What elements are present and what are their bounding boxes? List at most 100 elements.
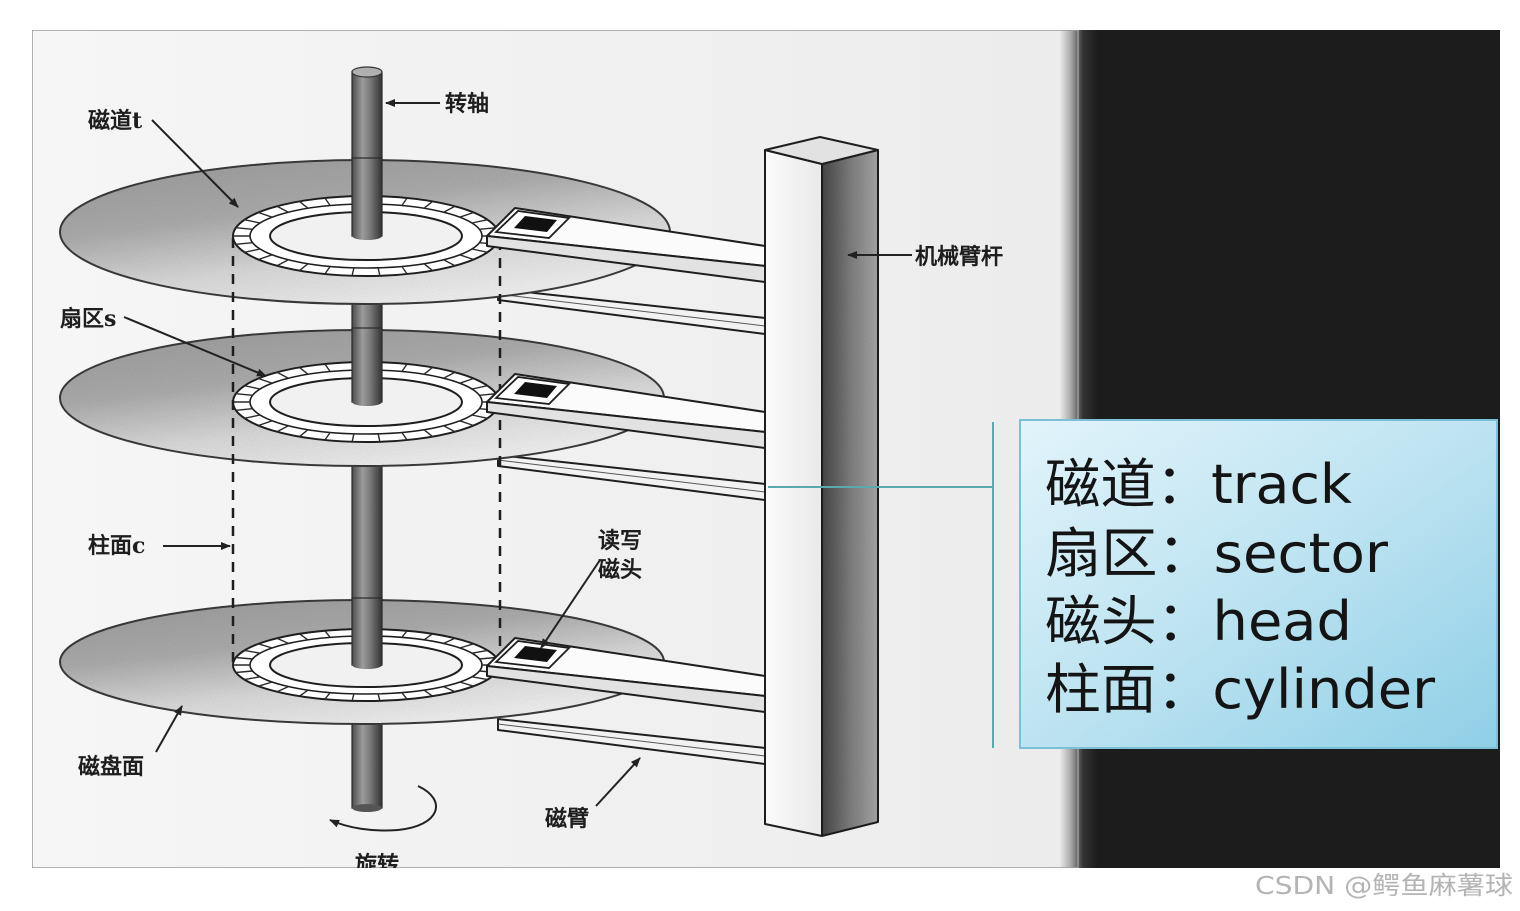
sector-tick xyxy=(324,363,331,373)
sector-tick xyxy=(443,637,456,645)
sector-tick xyxy=(401,692,408,700)
photo-area: 转轴 磁道t 扇区s 柱面c 读写 磁头 磁盘面 磁臂 旋转 机械臂杆 磁道：t… xyxy=(32,30,1500,878)
sector-tick xyxy=(235,670,253,674)
sector-tick xyxy=(258,211,273,218)
sector-tick xyxy=(401,265,408,275)
sector-tick xyxy=(276,685,289,693)
sector-tick xyxy=(471,385,488,390)
actuator-column xyxy=(764,136,879,837)
label-read-write-line-2: 磁头 xyxy=(598,557,642,583)
spindle-upper-segments xyxy=(351,157,383,669)
rotation-arrow xyxy=(329,785,437,832)
sector-tick xyxy=(443,259,456,267)
sector-tick xyxy=(401,630,408,638)
sector-tick xyxy=(299,633,309,641)
sector-tick xyxy=(276,637,289,645)
sector-tick xyxy=(423,263,433,272)
sector-tick xyxy=(235,408,253,411)
label-track: 磁道t xyxy=(88,108,143,134)
platter-surface-leader xyxy=(155,705,183,753)
sector-tick xyxy=(244,676,261,681)
column-top-face xyxy=(764,136,879,165)
sector-tick xyxy=(471,414,488,419)
sector-tick xyxy=(377,267,381,276)
label-cylinder: 柱面c xyxy=(88,533,145,559)
sector-tick xyxy=(244,414,261,419)
sector-tick xyxy=(351,693,355,701)
sector-tick xyxy=(276,205,289,213)
sector-tick xyxy=(471,219,488,224)
diagram-labels: 转轴 磁道t 扇区s 柱面c 读写 磁头 磁盘面 磁臂 旋转 机械臂杆 xyxy=(60,91,1003,878)
sector-tick xyxy=(299,366,309,375)
sector-tick xyxy=(459,643,474,649)
column-front-face xyxy=(764,149,823,837)
sector-tick xyxy=(351,267,355,276)
sector-tick xyxy=(443,685,456,693)
sector-tick xyxy=(479,393,497,396)
column-side-face xyxy=(821,149,879,837)
label-spindle: 转轴 xyxy=(445,91,489,117)
sector-tick xyxy=(235,656,253,660)
sector-tick xyxy=(423,633,433,641)
sector-tick xyxy=(443,425,456,433)
sector-tick xyxy=(324,692,331,700)
sector-tick xyxy=(235,227,253,230)
sector-tick xyxy=(377,693,381,701)
sector-tick xyxy=(299,263,309,272)
sector-tick xyxy=(443,371,456,379)
sector-tick xyxy=(235,393,253,396)
label-actuator-column: 机械臂杆 xyxy=(915,244,1003,270)
label-read-write-line-1: 读写 xyxy=(598,528,642,554)
sector-tick xyxy=(401,363,408,373)
sector-tick xyxy=(244,649,261,654)
sector-tick xyxy=(235,242,253,245)
sector-tick xyxy=(324,265,331,275)
sector-tick xyxy=(401,197,408,207)
sector-tick xyxy=(471,676,488,681)
cylinder-dashed-lines xyxy=(231,238,502,665)
label-sector: 扇区s xyxy=(60,306,116,332)
sector-tick xyxy=(479,656,497,660)
arm-leader xyxy=(595,757,641,807)
watermark: CSDN @鳄鱼麻薯球 xyxy=(1255,871,1513,900)
sector-tick xyxy=(276,259,289,267)
sector-tick xyxy=(276,371,289,379)
label-rotation: 旋转 xyxy=(355,852,399,878)
sector-tick xyxy=(324,431,331,441)
info-box: 磁道：track 扇区：sector 磁头：head 柱面：cylinder xyxy=(1019,419,1498,749)
sector-tick xyxy=(244,219,261,224)
sector-tick xyxy=(401,431,408,441)
sector-tick xyxy=(423,429,433,438)
sector-tick xyxy=(299,689,309,697)
info-line-sector: 扇区：sector xyxy=(1045,522,1389,585)
spindle-top-cap xyxy=(351,66,383,78)
sector-tick xyxy=(471,248,488,253)
sector-tick xyxy=(276,425,289,433)
info-line-head: 磁头：head xyxy=(1045,590,1352,653)
sector-tick xyxy=(423,689,433,697)
info-line-cylinder: 柱面：cylinder xyxy=(1045,658,1436,721)
sector-tick xyxy=(299,200,309,209)
leader-lines xyxy=(123,99,912,832)
sector-tick xyxy=(459,211,474,218)
sector-tick xyxy=(479,227,497,230)
read-write-head-leader xyxy=(540,559,601,649)
sector-tick xyxy=(459,377,474,384)
spindle-bottom-cap xyxy=(352,804,382,812)
sector-tick xyxy=(299,429,309,438)
sector-tick xyxy=(244,385,261,390)
sector-tick xyxy=(258,420,273,427)
sector-tick xyxy=(459,420,474,427)
sector-tick xyxy=(459,254,474,261)
sector-tick xyxy=(459,681,474,687)
sector-tick xyxy=(324,197,331,207)
sector-tick xyxy=(377,433,381,442)
sector-tick xyxy=(351,433,355,442)
info-box-background xyxy=(1019,419,1498,749)
track-leader xyxy=(151,119,239,208)
label-arm: 磁臂 xyxy=(545,806,589,832)
sector-tick xyxy=(258,681,273,687)
sector-tick xyxy=(324,630,331,638)
sector-tick xyxy=(443,205,456,213)
